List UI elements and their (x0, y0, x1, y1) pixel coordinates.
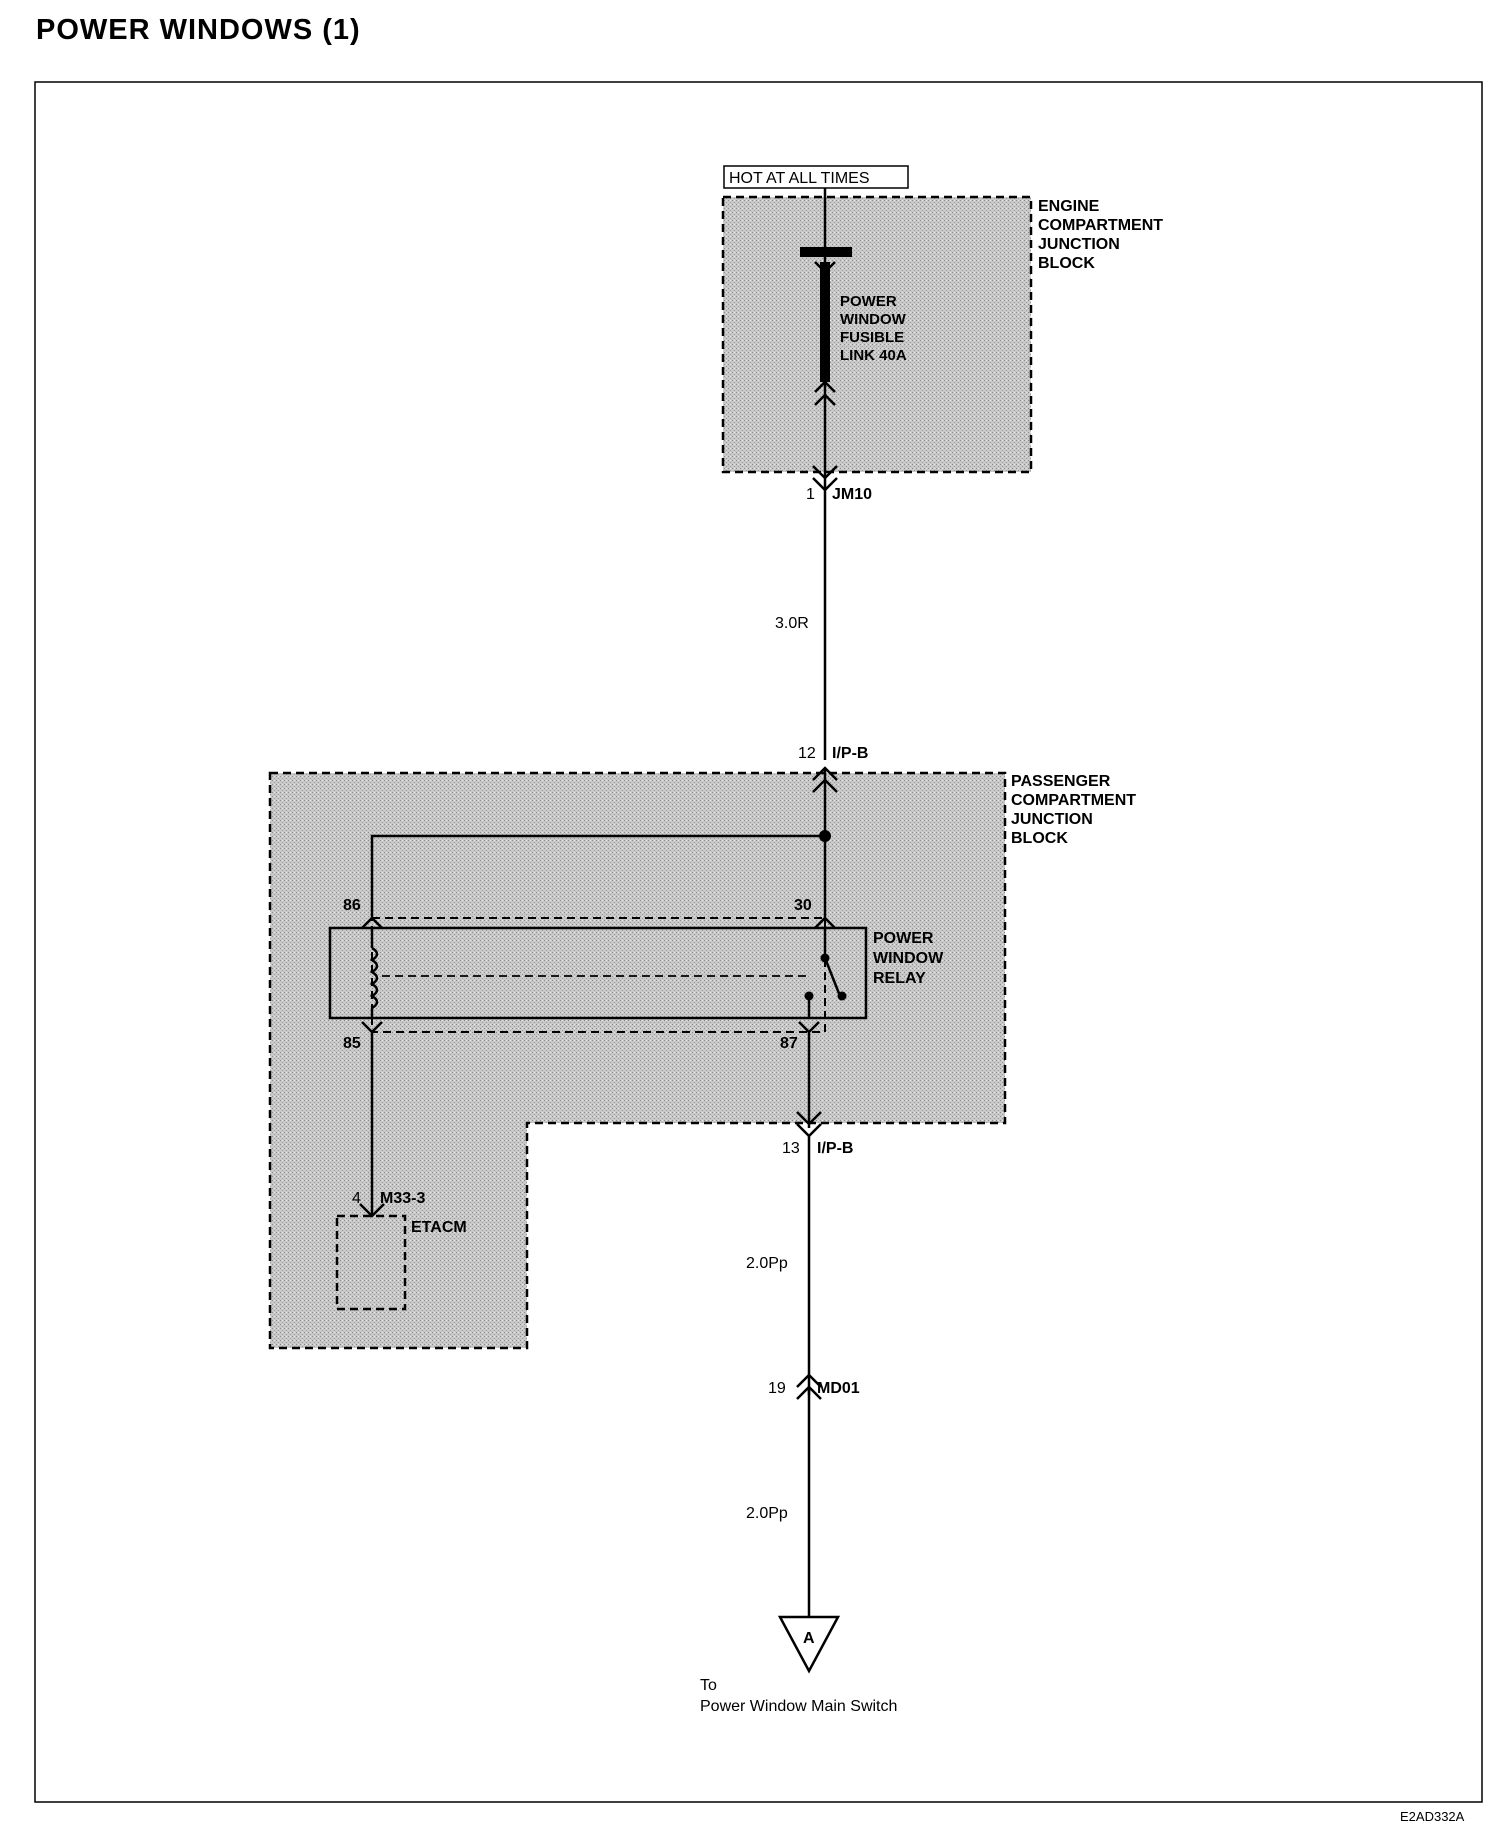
svg-text:19: 19 (768, 1380, 786, 1397)
svg-text:JM10: JM10 (832, 486, 872, 503)
power-source-label: HOT AT ALL TIMES (723, 165, 909, 189)
svg-text:LINK 40A: LINK 40A (840, 347, 907, 364)
svg-text:30: 30 (794, 897, 812, 914)
fusible-link-cap (800, 247, 852, 257)
terminal-note: To Power Window Main Switch (700, 1677, 897, 1715)
svg-text:COMPARTMENT: COMPARTMENT (1038, 217, 1163, 234)
fuse-label: POWER WINDOW FUSIBLE LINK 40A (840, 293, 907, 364)
connector-m33-3: 4 M33-3 (352, 1190, 425, 1218)
svg-text:RELAY: RELAY (873, 970, 926, 987)
svg-text:POWER: POWER (873, 930, 934, 947)
relay-switch (804, 928, 847, 1018)
connector-ipb-13: 13 I/P-B (782, 1111, 853, 1157)
svg-text:MD01: MD01 (817, 1380, 860, 1397)
svg-text:BLOCK: BLOCK (1011, 830, 1068, 847)
svg-text:4: 4 (352, 1190, 361, 1207)
svg-text:85: 85 (343, 1035, 361, 1052)
terminal-a: A (777, 1615, 841, 1674)
wire-label-w2: 2.0Pp (746, 1255, 788, 1272)
terminal-letter: A (803, 1630, 815, 1647)
svg-text:WINDOW: WINDOW (840, 311, 907, 328)
power-source-text: HOT AT ALL TIMES (729, 170, 870, 187)
svg-text:I/P-B: I/P-B (817, 1140, 853, 1157)
svg-text:1: 1 (806, 486, 815, 503)
engine-compartment-junction-block (721, 195, 1033, 474)
power-window-relay (328, 926, 868, 1020)
fusible-link-body (820, 262, 830, 382)
svg-text:I/P-B: I/P-B (832, 745, 868, 762)
relay-pins: 86 30 85 87 (343, 897, 812, 1052)
svg-text:ENGINE: ENGINE (1038, 198, 1100, 215)
passenger-block-label: PASSENGER COMPARTMENT JUNCTION BLOCK (1011, 773, 1136, 847)
diagram-frame (34, 81, 1483, 1803)
svg-text:87: 87 (780, 1035, 798, 1052)
relay-label: POWER WINDOW RELAY (873, 930, 944, 987)
svg-text:BLOCK: BLOCK (1038, 255, 1095, 272)
figure-code: E2AD332A (1400, 1809, 1465, 1824)
svg-text:WINDOW: WINDOW (873, 950, 944, 967)
etacm-label: ETACM (411, 1219, 467, 1236)
connector-md01: 19 MD01 (768, 1373, 860, 1400)
svg-text:COMPARTMENT: COMPARTMENT (1011, 792, 1136, 809)
wire-label-w1: 3.0R (775, 615, 809, 632)
svg-text:Power Window Main Switch: Power Window Main Switch (700, 1698, 897, 1715)
connector-ipb-12: 12 I/P-B (798, 745, 868, 762)
etacm-module: ETACM (335, 1214, 467, 1311)
svg-text:12: 12 (798, 745, 816, 762)
svg-text:PASSENGER: PASSENGER (1011, 773, 1111, 790)
svg-text:JUNCTION: JUNCTION (1038, 236, 1120, 253)
passenger-compartment-junction-block (268, 771, 1007, 1350)
svg-text:To: To (700, 1677, 717, 1694)
page-title: POWER WINDOWS (1) (36, 14, 361, 46)
svg-text:POWER: POWER (840, 293, 897, 310)
svg-text:FUSIBLE: FUSIBLE (840, 329, 904, 346)
relay-coil (369, 928, 379, 1018)
svg-text:13: 13 (782, 1140, 800, 1157)
svg-text:JUNCTION: JUNCTION (1011, 811, 1093, 828)
svg-text:M33-3: M33-3 (380, 1190, 425, 1207)
svg-text:86: 86 (343, 897, 361, 914)
engine-block-label: ENGINE COMPARTMENT JUNCTION BLOCK (1038, 198, 1163, 272)
wire-label-w3: 2.0Pp (746, 1505, 788, 1522)
